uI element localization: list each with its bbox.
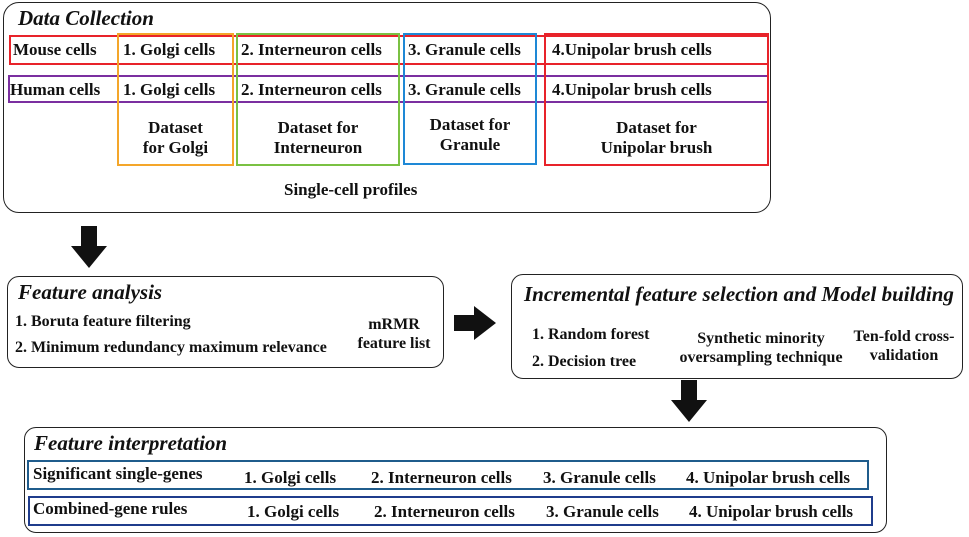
random-forest-label: 1. Random forest <box>532 326 650 343</box>
granule-column <box>403 33 537 165</box>
combined-interneuron-cells: 2. Interneuron cells <box>374 502 515 521</box>
combined-gene-rules-row <box>28 496 873 526</box>
mrmr-step: 2. Minimum redundancy maximum relevance <box>15 339 327 356</box>
combined-golgi-cells: 1. Golgi cells <box>247 502 340 521</box>
mouse-unipolar-brush-cells: 4.Unipolar brush cells <box>552 40 712 59</box>
dataset-interneuron-line-1: Dataset for <box>277 118 359 137</box>
dataset-granule-line-1: Dataset for <box>429 115 511 134</box>
dataset-granule: Dataset for Granule <box>403 115 537 155</box>
dataset-unipolar-line-1: Dataset for <box>616 118 697 137</box>
significant-single-genes-label: Significant single-genes <box>33 464 203 483</box>
dataset-interneuron-line-2: Interneuron <box>273 138 363 158</box>
human-unipolar-brush-cells: 4.Unipolar brush cells <box>552 80 712 99</box>
feature-interpretation-title: Feature interpretation <box>34 431 228 455</box>
golgi-column <box>117 33 234 166</box>
interneuron-column <box>236 33 400 166</box>
human-golgi-cells: 1. Golgi cells <box>123 80 216 99</box>
single-unipolar-brush-cells: 4. Unipolar brush cells <box>686 468 851 487</box>
feature-analysis-panel <box>7 276 444 368</box>
dataset-interneuron: Dataset for Interneuron <box>236 118 400 158</box>
cv-line-1: Ten-fold cross- <box>853 328 955 345</box>
dataset-unipolar-line-2: Unipolar brush <box>600 138 713 158</box>
ifs-model-building-title: Incremental feature selection and Model … <box>524 282 954 306</box>
decision-tree-label: 2. Decision tree <box>532 353 637 370</box>
mrmr-feature-list: mRMR feature list <box>346 316 442 354</box>
single-interneuron-cells: 2. Interneuron cells <box>371 468 512 487</box>
mouse-granule-cells: 3. Granule cells <box>408 40 521 59</box>
mrmr-line-2: feature list <box>357 334 431 352</box>
mrmr-line-1: mRMR <box>368 316 420 333</box>
smote-label: Synthetic minority oversampling techniqu… <box>676 330 846 368</box>
mouse-golgi-cells: 1. Golgi cells <box>123 40 216 59</box>
data-collection-panel <box>3 2 771 213</box>
combined-gene-rules-label: Combined-gene rules <box>33 499 188 518</box>
combined-granule-cells: 3. Granule cells <box>546 502 659 521</box>
smote-line-1: Synthetic minority <box>697 330 825 347</box>
dataset-golgi-line-1: Dataset <box>148 118 203 137</box>
feature-analysis-title: Feature analysis <box>18 280 163 304</box>
dataset-unipolar-brush: Dataset for Unipolar brush <box>544 118 769 158</box>
single-golgi-cells: 1. Golgi cells <box>244 468 337 487</box>
single-granule-cells: 3. Granule cells <box>543 468 656 487</box>
human-cells-label: Human cells <box>10 80 101 99</box>
combined-unipolar-brush-cells: 4. Unipolar brush cells <box>689 502 854 521</box>
single-cell-profiles-label: Single-cell profiles <box>284 180 418 199</box>
human-interneuron-cells: 2. Interneuron cells <box>241 80 382 99</box>
arrow-down-icon <box>71 226 107 268</box>
dataset-golgi-line-2: for Golgi <box>142 138 209 158</box>
ten-fold-cv-label: Ten-fold cross- validation <box>848 328 960 366</box>
mouse-cells-label: Mouse cells <box>13 40 97 59</box>
arrow-down-icon <box>671 380 707 422</box>
smote-line-2: oversampling technique <box>679 348 843 366</box>
mouse-interneuron-cells: 2. Interneuron cells <box>241 40 382 59</box>
significant-single-genes-row <box>27 460 869 490</box>
boruta-step: 1. Boruta feature filtering <box>15 313 191 330</box>
data-collection-title: Data Collection <box>18 6 154 30</box>
feature-interpretation-panel <box>24 427 887 533</box>
dataset-granule-line-2: Granule <box>439 135 501 155</box>
human-granule-cells: 3. Granule cells <box>408 80 521 99</box>
arrow-right-icon <box>454 306 496 340</box>
unipolar-brush-column <box>544 33 769 166</box>
dataset-golgi: Dataset for Golgi <box>117 118 234 158</box>
ifs-model-building-panel <box>511 274 963 379</box>
cv-line-2: validation <box>869 346 939 364</box>
